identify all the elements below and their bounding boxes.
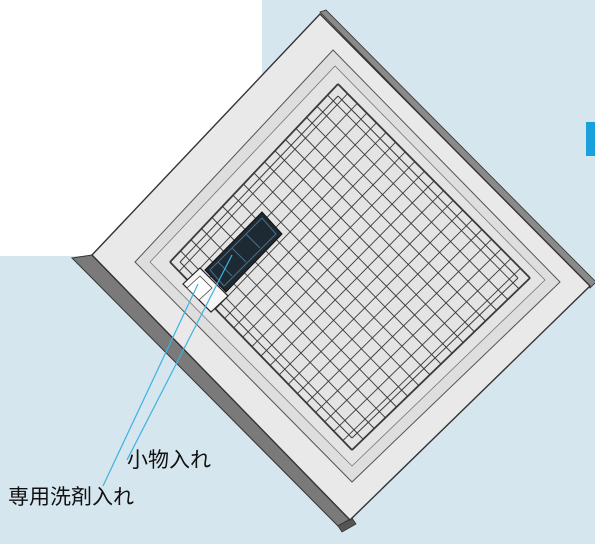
tray-floor [149,65,546,467]
side-accent-marker [586,122,595,156]
label-detergent-case: 専用洗剤入れ [8,485,134,509]
leader-line-detergent [102,283,199,487]
leader-line-small-items [126,254,233,461]
label-small-items: 小物入れ [127,448,211,472]
dish-rack [169,83,531,451]
drawer-front-edge [337,517,357,533]
